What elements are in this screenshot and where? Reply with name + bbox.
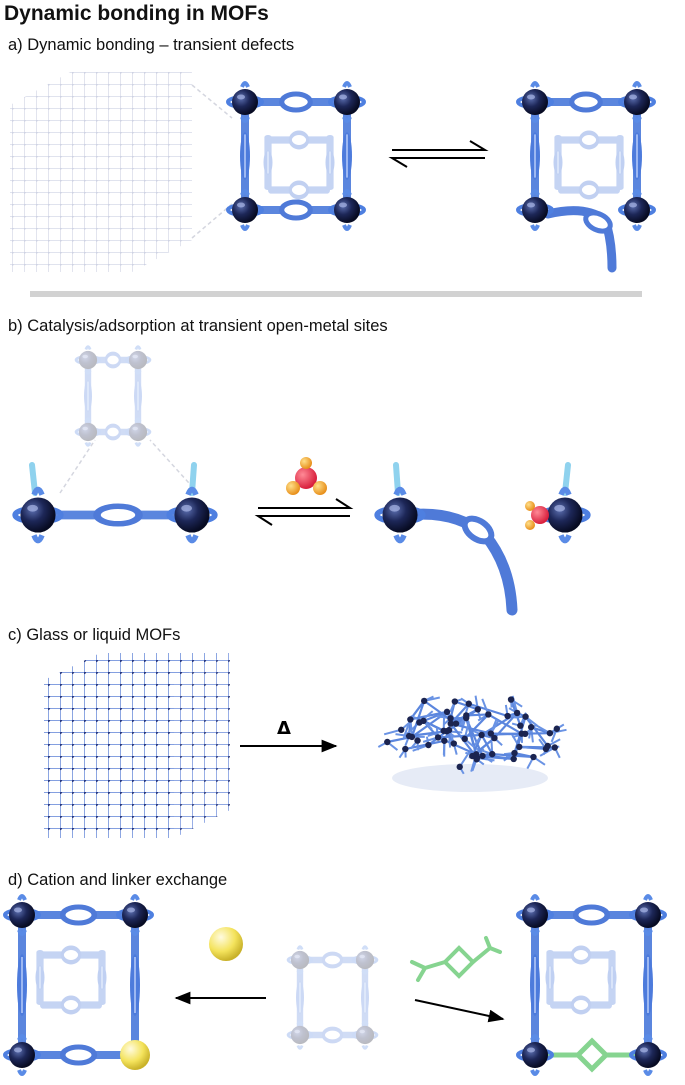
panel-d-ghost-cell [286, 945, 379, 1050]
delta-symbol: Δ [277, 718, 291, 739]
panel-d-cation-cell [3, 894, 154, 1076]
panel-d-linker-cell [516, 894, 667, 1076]
panel-b-label: b) Catalysis/adsorption at transient ope… [8, 317, 388, 335]
panel-a-equilibrium-arrows [388, 140, 489, 168]
green-linker [410, 936, 502, 982]
figure-title: Dynamic bonding in MOFs [4, 2, 269, 25]
linker-exchange-arrow [414, 999, 505, 1023]
amorphous-mof-glass [377, 695, 567, 792]
panel-a-ghost-lattice [10, 72, 233, 272]
crystalline-mof-lattice [44, 653, 230, 838]
panel-b-node-pair [15, 462, 215, 541]
divider [30, 291, 642, 297]
panel-a-unit-cell [226, 81, 366, 231]
cation-sphere [209, 927, 243, 961]
panel-c-label: c) Glass or liquid MOFs [8, 626, 181, 644]
panel-b-open-site [377, 462, 588, 616]
panel-b-equilibrium-arrows [254, 498, 354, 526]
panel-a-label: a) Dynamic bonding – transient defects [8, 36, 295, 54]
water-molecule [286, 457, 327, 495]
panel-b-ghost-cell [74, 345, 152, 447]
panel-a-defect-cell [516, 81, 656, 273]
panel-d-label: d) Cation and linker exchange [8, 871, 228, 889]
